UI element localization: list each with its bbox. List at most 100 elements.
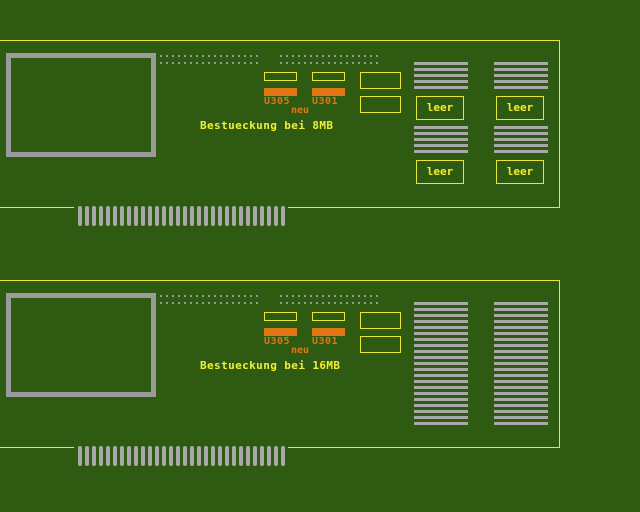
display-frame: [6, 53, 156, 157]
connector-pin: [92, 206, 96, 226]
connector-pin: [260, 446, 264, 466]
component-box: [360, 72, 401, 89]
connector-pin: [274, 446, 278, 466]
connector-pin: [148, 446, 152, 466]
connector-pin: [169, 206, 173, 226]
connector-pin: [176, 206, 180, 226]
connector-pin: [113, 206, 117, 226]
connector-pin: [239, 206, 243, 226]
connector-pin: [267, 446, 271, 466]
connector-pin: [85, 446, 89, 466]
connector-pin: [204, 206, 208, 226]
component-box: [360, 336, 401, 353]
chip-socket: [312, 312, 345, 321]
connector-pin: [134, 206, 138, 226]
connector-pin: [218, 206, 222, 226]
connector-pin: [127, 206, 131, 226]
connector-pin: [162, 446, 166, 466]
connector-pin: [232, 446, 236, 466]
connector-pin: [239, 446, 243, 466]
connector-pin: [134, 446, 138, 466]
connector-pin: [246, 206, 250, 226]
connector-pin: [99, 446, 103, 466]
connector-pin: [99, 206, 103, 226]
chip-u301: [312, 88, 345, 96]
memory-bank: [414, 126, 468, 156]
chip-u301: [312, 328, 345, 336]
chip-u305: [264, 328, 297, 336]
connector-pin: [141, 206, 145, 226]
connector-pin: [113, 446, 117, 466]
board-title: Bestueckung bei 8MB: [200, 119, 334, 132]
board-title: Bestueckung bei 16MB: [200, 359, 341, 372]
contact-dots: [158, 295, 260, 297]
connector-pin: [253, 206, 257, 226]
board-16mb: U305 U301 neu Bestueckung bei 16MB: [0, 240, 640, 466]
contact-dots: [278, 62, 380, 64]
connector-pin: [183, 206, 187, 226]
connector-pin: [197, 206, 201, 226]
new-label: neu: [291, 105, 310, 116]
connector-pin: [155, 206, 159, 226]
new-label: neu: [291, 345, 310, 356]
connector-pin: [127, 446, 131, 466]
connector-pin: [106, 446, 110, 466]
connector-pin: [260, 206, 264, 226]
connector-pin: [197, 446, 201, 466]
connector-pin: [253, 446, 257, 466]
contact-dots: [278, 295, 380, 297]
contact-dots: [158, 62, 260, 64]
chip-label-u305: U305: [264, 336, 291, 347]
connector-pin: [267, 206, 271, 226]
connector-pin: [148, 206, 152, 226]
memory-bank-full: [414, 302, 468, 428]
connector-pin: [225, 446, 229, 466]
empty-slot: leer: [416, 160, 464, 184]
chip-label-u305: U305: [264, 96, 291, 107]
connector-pin: [281, 446, 285, 466]
chip-label-u301: U301: [312, 336, 339, 347]
connector-pin: [120, 446, 124, 466]
memory-bank: [494, 62, 548, 92]
connector-pin: [169, 446, 173, 466]
connector-pin: [190, 446, 194, 466]
connector-pin: [162, 206, 166, 226]
connector-pin: [141, 446, 145, 466]
connector-pin: [218, 446, 222, 466]
connector-pin: [106, 206, 110, 226]
connector-pin: [78, 446, 82, 466]
contact-dots: [158, 55, 260, 57]
chip-socket: [264, 312, 297, 321]
chip-socket: [264, 72, 297, 81]
connector-pin: [190, 206, 194, 226]
connector-pin: [120, 206, 124, 226]
empty-slot: leer: [496, 96, 544, 120]
connector-pin: [204, 446, 208, 466]
connector-pin: [281, 206, 285, 226]
connector-pin: [232, 206, 236, 226]
empty-slot: leer: [416, 96, 464, 120]
connector-pin: [85, 206, 89, 226]
connector-pin: [211, 446, 215, 466]
connector-pin: [246, 446, 250, 466]
display-frame: [6, 293, 156, 397]
edge-connector: [78, 446, 285, 466]
chip-u305: [264, 88, 297, 96]
contact-dots: [278, 55, 380, 57]
connector-pin: [92, 446, 96, 466]
chip-label-u301: U301: [312, 96, 339, 107]
connector-pin: [183, 446, 187, 466]
connector-pin: [211, 206, 215, 226]
component-box: [360, 96, 401, 113]
connector-pin: [176, 446, 180, 466]
empty-slot: leer: [496, 160, 544, 184]
connector-pin: [155, 446, 159, 466]
contact-dots: [158, 302, 260, 304]
contact-dots: [278, 302, 380, 304]
memory-bank-full: [494, 302, 548, 428]
connector-pin: [78, 206, 82, 226]
board-8mb: U305 U301 neu Bestueckung bei 8MB leer l…: [0, 0, 640, 226]
connector-pin: [225, 206, 229, 226]
connector-pin: [274, 206, 278, 226]
memory-bank: [494, 126, 548, 156]
